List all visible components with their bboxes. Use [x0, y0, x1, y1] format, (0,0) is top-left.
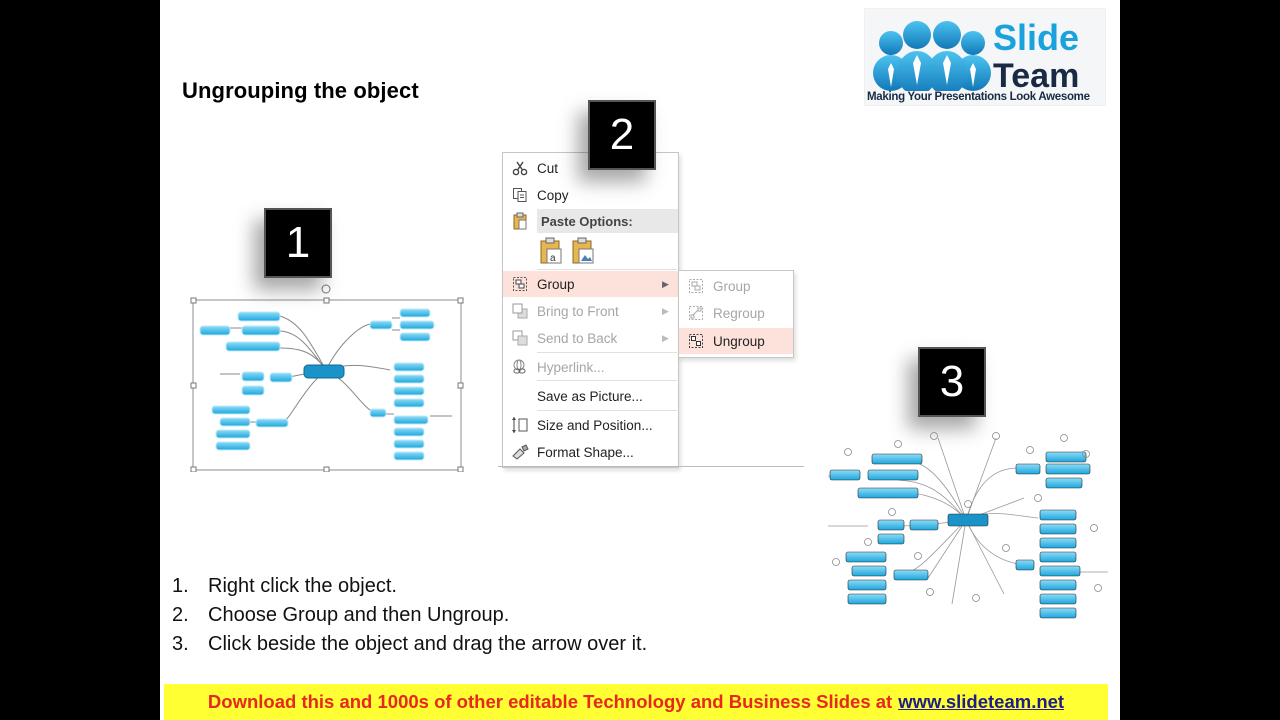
menu-item-label: Size and Position... [537, 417, 653, 433]
submenu-item-label: Group [713, 278, 751, 294]
menu-item-label: Copy [537, 187, 569, 203]
menu-separator [537, 410, 677, 411]
group-submenu: Group Regroup Ungroup [678, 270, 794, 358]
regroup-icon [679, 305, 713, 321]
menu-item-send-to-back[interactable]: Send to Back ▶ [503, 325, 678, 351]
clipboard-icon [503, 212, 537, 230]
format-shape-icon [503, 444, 537, 460]
ungrouped-mindmap-thumbnail[interactable] [828, 428, 1112, 624]
menu-item-size-and-position[interactable]: Size and Position... [503, 412, 678, 438]
submenu-arrow-icon: ▶ [662, 305, 669, 316]
menu-item-format-shape[interactable]: Format Shape... [503, 439, 678, 465]
logo-brand-bottom: Team [993, 57, 1080, 95]
submenu-arrow-icon: ▶ [662, 278, 669, 289]
send-to-back-icon [503, 330, 537, 346]
step-item: 3.Click beside the object and drag the a… [172, 633, 648, 655]
slide: Ungrouping the object Slide Team Making … [160, 0, 1120, 720]
submenu-item-label: Regroup [713, 305, 765, 321]
copy-icon [503, 187, 537, 203]
group-icon [679, 278, 713, 294]
menu-separator [537, 380, 677, 381]
slide-title: Ungrouping the object [182, 78, 419, 103]
logo-tagline: Making Your Presentations Look Awesome [867, 91, 1090, 103]
submenu-item-group[interactable]: Group [679, 273, 793, 299]
download-banner: Download this and 1000s of other editabl… [164, 684, 1108, 720]
submenu-item-ungroup[interactable]: Ungroup [679, 328, 793, 354]
banner-text: Download this and 1000s of other editabl… [207, 691, 893, 712]
slideteam-logo: Slide Team Making Your Presentations Loo… [864, 8, 1106, 106]
scissors-icon [503, 160, 537, 176]
step-badge-2: 2 [588, 100, 656, 170]
menu-item-label: Save as Picture... [537, 388, 643, 404]
people-logo-icon [873, 21, 991, 91]
menu-separator [537, 352, 677, 353]
menu-item-group[interactable]: Group ▶ [503, 271, 678, 297]
submenu-item-regroup[interactable]: Regroup [679, 300, 793, 326]
group-icon [503, 276, 537, 292]
bring-to-front-icon [503, 303, 537, 319]
step-item: 1.Right click the object. [172, 575, 397, 597]
step-item: 2.Choose Group and then Ungroup. [172, 604, 510, 626]
step-badge-3: 3 [918, 347, 986, 417]
menu-item-label: Bring to Front [537, 303, 619, 319]
menu-item-label: Group [537, 276, 575, 292]
context-menu: Cut Copy Paste Options: a Group ▶ [502, 152, 679, 468]
paste-as-picture-button[interactable] [571, 237, 595, 270]
grouped-mindmap-thumbnail[interactable] [190, 282, 466, 472]
size-position-icon [503, 416, 537, 434]
svg-text:a: a [550, 253, 556, 264]
submenu-arrow-icon: ▶ [662, 332, 669, 343]
menu-item-label: Hyperlink... [537, 359, 605, 375]
menu-item-cut[interactable]: Cut [503, 155, 678, 181]
menu-item-save-as-picture[interactable]: Save as Picture... [503, 383, 678, 409]
ungroup-icon [679, 333, 713, 349]
banner-link[interactable]: www.slideteam.net [898, 691, 1065, 712]
hyperlink-icon [503, 359, 537, 375]
step-badge-1: 1 [264, 208, 332, 278]
submenu-item-label: Ungroup [713, 333, 765, 349]
menu-item-label: Cut [537, 160, 559, 176]
paste-options-icon-cell [503, 208, 537, 234]
menu-item-copy[interactable]: Copy [503, 182, 678, 208]
logo-brand-top: Slide [993, 17, 1080, 58]
divider-line [498, 466, 804, 467]
menu-item-label: Format Shape... [537, 444, 634, 460]
menu-item-hyperlink[interactable]: Hyperlink... [503, 354, 678, 380]
paste-keep-format-button[interactable]: a [539, 237, 563, 270]
steps-list: 1.Right click the object. 2.Choose Group… [172, 572, 647, 659]
menu-separator [537, 269, 677, 270]
menu-item-label: Send to Back [537, 330, 618, 346]
paste-options-header: Paste Options: [537, 209, 678, 233]
menu-item-bring-to-front[interactable]: Bring to Front ▶ [503, 298, 678, 324]
